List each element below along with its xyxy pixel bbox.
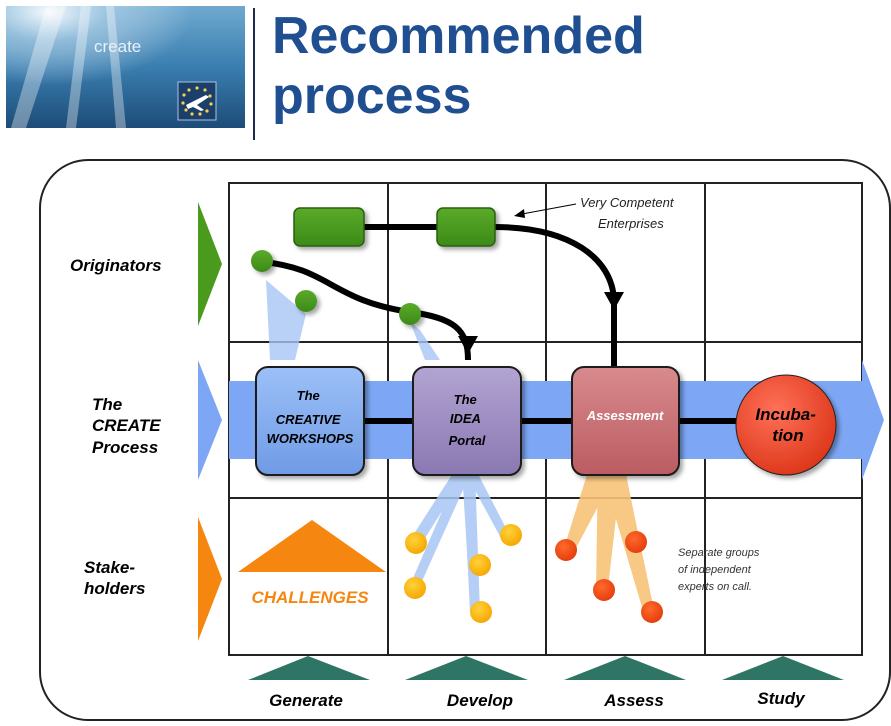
process-arrow bbox=[198, 360, 222, 480]
title-divider bbox=[253, 8, 255, 140]
idea-portal-label: The IDEA Portal bbox=[449, 392, 486, 448]
originator-dot bbox=[399, 303, 421, 325]
row-label-stakeholders: Stake- holders bbox=[84, 558, 145, 598]
phase-label-study: Study bbox=[757, 689, 806, 708]
originators-arrow bbox=[198, 202, 222, 326]
originator-beam-2 bbox=[410, 322, 440, 360]
enterprise-pointer bbox=[521, 203, 577, 215]
row-label-process: The CREATE Process bbox=[92, 395, 165, 457]
incubation-circle bbox=[735, 374, 837, 476]
phase-label-assess: Assess bbox=[603, 691, 664, 710]
enterprise-box-1 bbox=[293, 207, 365, 247]
develop-stakeholder-dots bbox=[404, 524, 522, 623]
enterprise-annotation: Very Competent Enterprises bbox=[580, 195, 677, 231]
process-diagram: Originators The CREATE Process Stake- ho… bbox=[39, 159, 891, 721]
stakeholder-dot bbox=[469, 554, 491, 576]
originator-beam-1 bbox=[266, 280, 306, 360]
phase-label-generate: Generate bbox=[269, 691, 343, 710]
create-logo: create bbox=[6, 6, 245, 128]
page-title: Recommended process bbox=[272, 6, 872, 126]
idea-portal-box bbox=[412, 366, 522, 476]
incubation-label: Incuba- tion bbox=[755, 405, 820, 445]
originator-dot bbox=[295, 290, 317, 312]
enterprise-box-2 bbox=[436, 207, 496, 247]
flow-arrowhead-2 bbox=[458, 336, 478, 354]
logo-text: create bbox=[94, 37, 141, 56]
challenges-label: CHALLENGES bbox=[251, 588, 369, 607]
eu-airplane-icon bbox=[177, 81, 217, 121]
expert-dot bbox=[555, 539, 577, 561]
creative-workshops-label: The CREATIVE WORKSHOPS bbox=[267, 388, 354, 446]
creative-workshops-box bbox=[255, 366, 365, 476]
challenges-triangle bbox=[238, 520, 386, 572]
title-line-1: Recommended bbox=[272, 7, 645, 65]
originator-dot bbox=[251, 250, 273, 272]
assess-expert-dots bbox=[555, 531, 663, 623]
row-label-originators: Originators bbox=[70, 256, 162, 275]
stakeholder-dot bbox=[405, 532, 427, 554]
assessment-label: Assessment bbox=[586, 408, 664, 423]
flow-arrowhead-1 bbox=[604, 292, 624, 310]
experts-annotation: Separate groups of independent experts o… bbox=[678, 547, 762, 593]
enterprise-pointer-head bbox=[514, 209, 525, 218]
title-line-2: process bbox=[272, 67, 472, 125]
stakeholder-dot bbox=[500, 524, 522, 546]
expert-dot bbox=[593, 579, 615, 601]
assessment-box bbox=[571, 366, 680, 476]
stakeholders-arrow bbox=[198, 517, 222, 641]
phase-label-develop: Develop bbox=[447, 691, 513, 710]
stakeholder-dot bbox=[470, 601, 492, 623]
stakeholder-dot bbox=[404, 577, 426, 599]
expert-dot bbox=[641, 601, 663, 623]
phase-triangles bbox=[248, 656, 844, 680]
expert-dot bbox=[625, 531, 647, 553]
develop-beams bbox=[410, 470, 510, 612]
